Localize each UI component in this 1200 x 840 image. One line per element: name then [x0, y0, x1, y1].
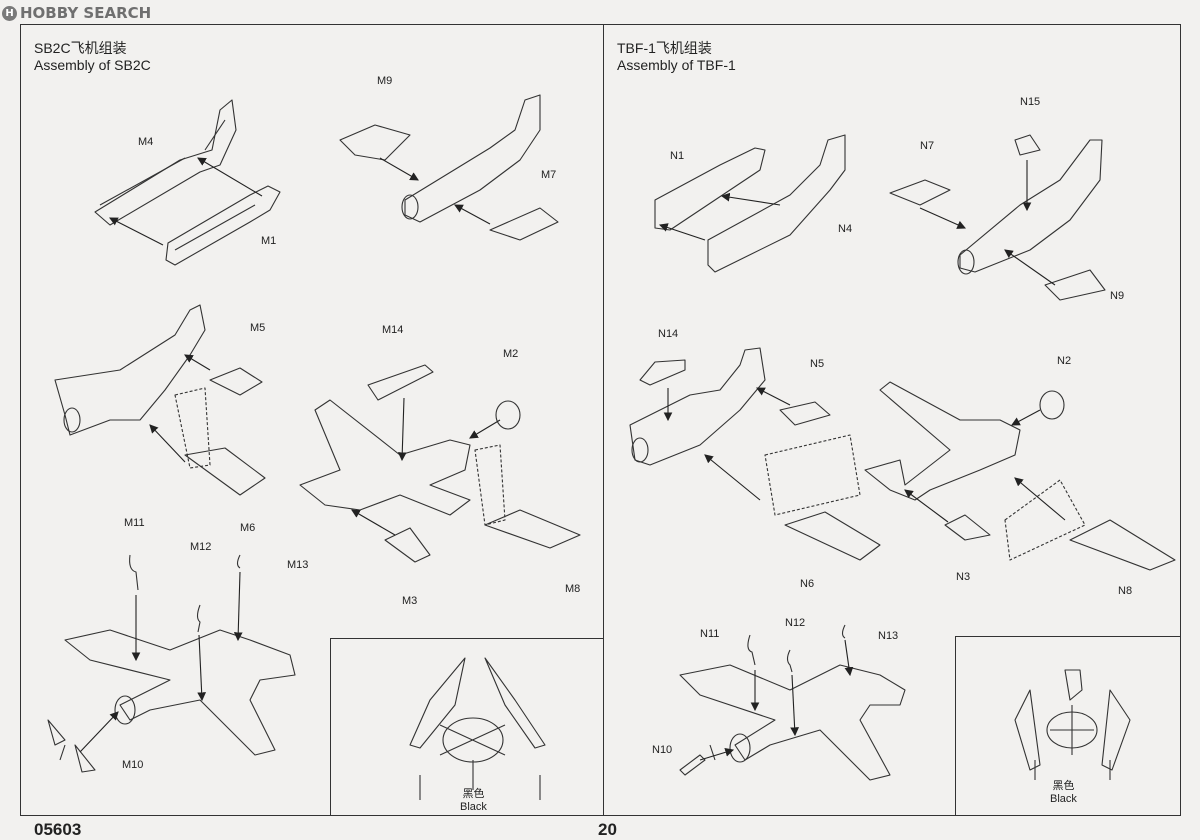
part-label-n6: N6: [800, 578, 815, 590]
sb2c-step2-drawing: [339, 94, 559, 241]
hobby-search-logo-icon: H: [2, 5, 17, 21]
tbf1-step2-drawing: [889, 134, 1106, 301]
left-inset-box: [330, 638, 604, 816]
tbf1-step4-drawing: [864, 381, 1176, 571]
right-title: TBF-1飞机组装 Assembly of TBF-1: [617, 40, 736, 74]
part-label-n8: N8: [1118, 585, 1133, 597]
right-title-en: Assembly of TBF-1: [617, 57, 736, 73]
left-title-cn: SB2C飞机组装: [34, 40, 127, 56]
right-panel-tbf1: [603, 24, 1181, 816]
part-label-m14: M14: [382, 324, 404, 336]
tbf1-step3-drawing: [629, 347, 881, 561]
tbf1-inset-drawing: [1014, 669, 1131, 780]
part-label-n3: N3: [956, 571, 971, 583]
sb2c-fuselage-halves-drawing: [94, 99, 281, 266]
part-label-m5: M5: [250, 322, 266, 334]
part-label-m9: M9: [377, 75, 393, 87]
part-label-n5: N5: [810, 358, 825, 370]
sb2c-inset-drawing: [409, 657, 546, 800]
sb2c-step3-drawing: [54, 304, 266, 496]
sb2c-step4-drawing: [299, 364, 581, 563]
right-inset-color-en: Black: [1050, 793, 1077, 805]
page-number: 20: [598, 820, 617, 839]
tbf1-step5-drawing: [679, 624, 906, 781]
right-inset-color-note: 黑色 Black: [1050, 780, 1077, 806]
part-label-m2: M2: [503, 348, 519, 360]
part-label-n2: N2: [1057, 355, 1072, 367]
part-label-m7: M7: [541, 169, 557, 181]
part-label-n14: N14: [658, 328, 679, 340]
product-code: 05603: [34, 820, 82, 839]
part-label-m10: M10: [122, 759, 144, 771]
right-inset-box: [955, 636, 1181, 816]
part-label-n13: N13: [878, 630, 899, 642]
part-label-m13: M13: [287, 559, 309, 571]
right-inset-color-cn: 黑色: [1052, 780, 1075, 792]
watermark-text: HOBBY SEARCH: [20, 4, 152, 22]
left-inset-color-cn: 黑色: [462, 788, 485, 800]
left-title-en: Assembly of SB2C: [34, 57, 151, 73]
part-label-n4: N4: [838, 223, 853, 235]
part-label-n11: N11: [700, 628, 720, 640]
left-title: SB2C飞机组装 Assembly of SB2C: [34, 40, 151, 74]
left-inset-color-note: 黑色 Black: [460, 788, 487, 814]
part-label-m11: M11: [124, 517, 145, 529]
part-label-n10: N10: [652, 744, 673, 756]
part-label-m12: M12: [190, 541, 212, 553]
part-label-m3: M3: [402, 595, 418, 607]
part-label-n9: N9: [1110, 290, 1125, 302]
part-label-n7: N7: [920, 140, 935, 152]
sb2c-step5-drawing: [47, 554, 296, 773]
part-label-n1: N1: [670, 150, 685, 162]
part-label-n12: N12: [785, 617, 806, 629]
watermark: H HOBBY SEARCH: [2, 4, 151, 22]
part-label-m1: M1: [261, 235, 277, 247]
part-label-m4: M4: [138, 136, 154, 148]
part-label-n15: N15: [1020, 96, 1041, 108]
part-label-m6: M6: [240, 522, 256, 534]
part-label-m8: M8: [565, 583, 581, 595]
right-title-cn: TBF-1飞机组装: [617, 40, 712, 56]
left-inset-color-en: Black: [460, 801, 487, 813]
